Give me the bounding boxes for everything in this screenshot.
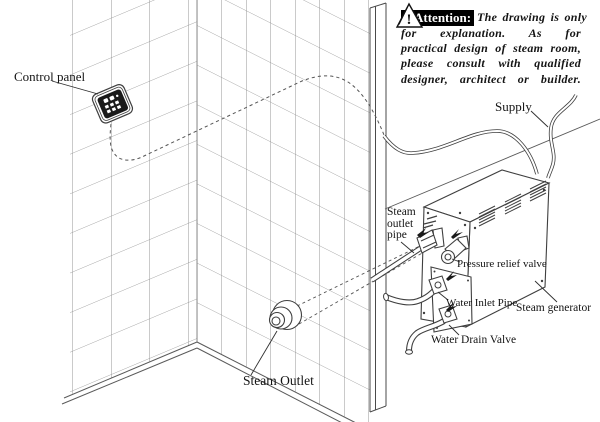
attention-line: practical design of steam room,	[401, 41, 581, 56]
supply-wire	[546, 94, 578, 179]
water-drain-pipe-drawing	[405, 302, 458, 355]
warning-triangle-icon: !	[395, 2, 424, 28]
control-cable-dashed	[109, 75, 385, 161]
control-panel-buttons	[103, 94, 122, 114]
steam-outlet-pipe-label-line3: pipe	[387, 229, 407, 241]
flow-arrow-icon	[451, 229, 463, 239]
flow-arrow-icon	[446, 302, 457, 312]
pressure-relief-valve	[440, 229, 470, 265]
warning-exclamation: !	[407, 12, 412, 28]
attention-note: ! Attention: The drawing is only for exp…	[395, 2, 587, 87]
leader-lines	[51, 80, 558, 376]
attention-line: The drawing is only	[477, 10, 587, 24]
attention-line: designer, architect or builder.	[401, 71, 581, 86]
pipe-open-end	[383, 292, 389, 302]
control-panel-label: Control panel	[14, 69, 86, 84]
water-inlet-pipe-label: Water Inlet Pipe	[446, 297, 518, 309]
hidden-steam-pipe-dashes	[296, 243, 425, 325]
baseboard	[61, 341, 356, 422]
steam-outlet-pipe-label: Steam outlet pipe	[387, 206, 416, 242]
water-drain-valve-label: Water Drain Valve	[431, 334, 517, 346]
attention-line: for explanation. As for	[401, 26, 581, 40]
steam-symbol	[422, 215, 438, 229]
flow-arrow-icon	[446, 271, 457, 281]
steam-generator-label: Steam generator	[516, 302, 592, 314]
steam-outlet-fitting	[416, 215, 445, 254]
steam-outlet-fixture	[268, 299, 303, 331]
tiled-wall-right	[197, 0, 370, 422]
steam-outlet-pipe-label-line1: Steam	[387, 206, 416, 218]
background-edge-line	[384, 118, 600, 210]
pipe-open-end	[405, 349, 413, 355]
pressure-relief-valve-label: Pressure relief valve	[457, 258, 547, 270]
attention-line: please consult with qualified	[401, 56, 581, 71]
tiled-wall-left	[70, 0, 197, 395]
steam-outlet-label: Steam Outlet	[243, 373, 314, 388]
vent-grilles	[478, 180, 547, 227]
supply-label: Supply	[495, 99, 532, 114]
wall-edge-band	[369, 2, 387, 413]
steam-pipe	[370, 243, 426, 283]
control-panel-device	[91, 84, 134, 124]
steam-generator-box	[420, 169, 551, 333]
control-wire	[382, 129, 539, 175]
water-inlet-pipe-drawing	[383, 271, 457, 306]
steam-outlet-pipe-label-line2: outlet	[387, 217, 414, 230]
